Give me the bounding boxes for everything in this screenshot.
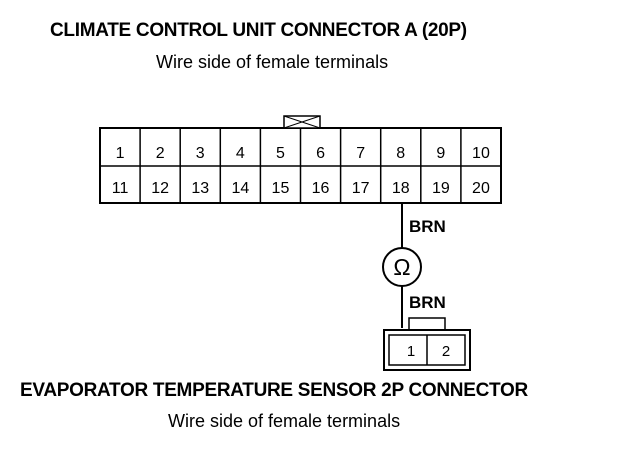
sensor-terminal-1: 1 [407, 343, 415, 360]
sensor-connector-subtitle: Wire side of female terminals [168, 411, 401, 431]
connector-a-terminal-8: 8 [396, 145, 405, 162]
connector-a-terminal-6: 6 [316, 145, 325, 162]
connector-a-terminal-15: 15 [272, 180, 290, 197]
connector-a-terminal-9: 9 [436, 145, 445, 162]
connector-a-terminal-2: 2 [156, 145, 165, 162]
sensor-connector [383, 317, 471, 371]
connector-a-terminal-1: 1 [116, 145, 125, 162]
connector-a-terminal-14: 14 [231, 180, 249, 197]
connector-a-terminal-19: 19 [432, 180, 450, 197]
connector-a-terminal-10: 10 [472, 145, 490, 162]
connector-a-terminal-20: 20 [472, 180, 490, 197]
lock-tab-hatch-2 [283, 115, 321, 129]
ohmmeter-icon: Ω [382, 247, 422, 287]
sensor-connector-lock-tab [408, 317, 446, 331]
connector-a-terminal-16: 16 [312, 180, 330, 197]
connector-a-terminal-13: 13 [191, 180, 209, 197]
wire-upper-color-label: BRN [409, 217, 446, 236]
connector-a-subtitle: Wire side of female terminals [156, 52, 389, 72]
connector-a-terminal-7: 7 [356, 145, 365, 162]
sensor-terminal-2: 2 [442, 343, 450, 360]
connector-a-terminal-18: 18 [392, 180, 410, 197]
wire-lower-color-label: BRN [409, 293, 446, 312]
connector-a [99, 115, 502, 204]
connector-a-terminal-11: 11 [112, 180, 129, 197]
connector-a-terminal-12: 12 [151, 180, 169, 197]
connector-a-terminal-17: 17 [352, 180, 370, 197]
connector-a-terminal-5: 5 [276, 145, 285, 162]
connector-a-terminal-4: 4 [236, 145, 245, 162]
sensor-connector-title: EVAPORATOR TEMPERATURE SENSOR 2P CONNECT… [20, 380, 528, 401]
connector-a-terminal-3: 3 [196, 145, 205, 162]
ohm-symbol: Ω [393, 254, 410, 280]
connector-a-title: CLIMATE CONTROL UNIT CONNECTOR A (20P) [50, 20, 467, 41]
